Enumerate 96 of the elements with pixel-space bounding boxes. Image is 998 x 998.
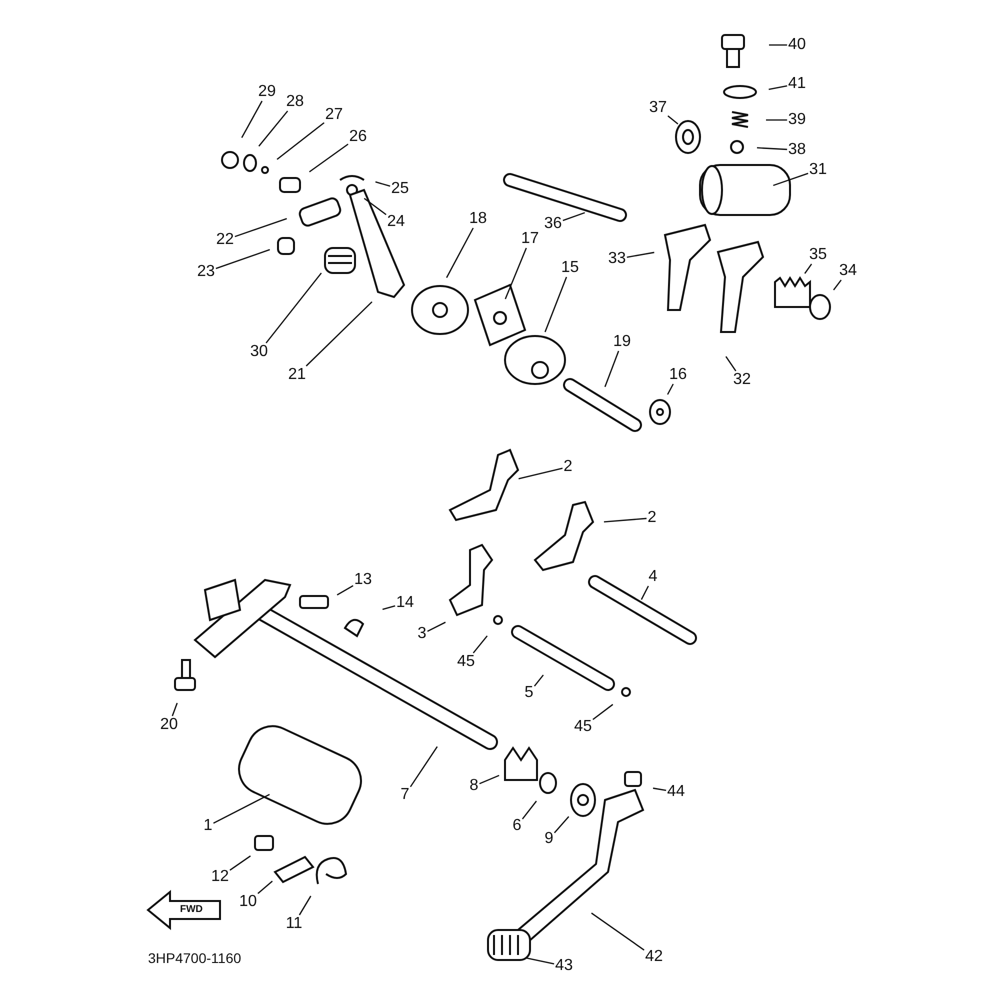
leader-line — [230, 855, 251, 871]
leader-line — [766, 119, 788, 121]
callout-number: 2 — [646, 509, 658, 527]
leader-line — [652, 788, 666, 791]
callout-number: 27 — [324, 106, 344, 124]
leader-line — [479, 774, 500, 784]
callout-number: 3 — [416, 625, 428, 643]
callout-number: 15 — [560, 259, 580, 277]
callout-number: 4 — [648, 568, 658, 586]
leader-line — [276, 122, 324, 160]
callout-number: 11 — [284, 915, 304, 933]
leader-line — [336, 585, 354, 596]
leader-line — [667, 384, 674, 395]
leader-line — [534, 674, 544, 687]
callout-number: 43 — [554, 957, 574, 975]
leader-line — [298, 896, 312, 916]
callout-number: 26 — [348, 128, 368, 146]
callout-number: 45 — [573, 718, 593, 736]
callout-number: 7 — [400, 786, 410, 804]
callout-number: 17 — [520, 230, 540, 248]
leader-line — [554, 816, 570, 834]
callout-number: 33 — [607, 250, 627, 268]
leader-line — [591, 912, 644, 951]
leader-line — [522, 800, 537, 820]
leader-line — [306, 301, 372, 366]
leader-line — [241, 100, 263, 138]
leader-line — [364, 198, 386, 216]
leader-line — [626, 252, 654, 258]
leader-line — [258, 110, 288, 147]
direction-label: FWD — [180, 903, 203, 916]
leader-line — [213, 794, 270, 824]
leader-line — [768, 85, 788, 90]
leader-line — [604, 350, 620, 388]
callout-number: 21 — [287, 366, 307, 384]
leader-line — [833, 280, 842, 290]
callout-number: 19 — [612, 333, 632, 351]
leader-line — [604, 518, 647, 523]
leader-line — [266, 272, 322, 344]
callout-number: 40 — [787, 36, 807, 54]
leader-line — [446, 228, 474, 278]
leader-line — [504, 248, 527, 300]
callout-number: 10 — [238, 893, 258, 911]
callout-number: 32 — [732, 371, 752, 389]
callout-number: 30 — [249, 343, 269, 361]
callout-number: 14 — [395, 594, 415, 612]
callout-number: 34 — [838, 262, 858, 280]
callout-number: 35 — [808, 246, 828, 264]
callout-number: 23 — [196, 263, 216, 281]
leader-line — [257, 880, 273, 894]
callout-number: 20 — [159, 716, 179, 734]
callout-number: 18 — [468, 210, 488, 228]
leader-line — [234, 218, 287, 238]
leader-line — [410, 746, 438, 788]
callout-number: 16 — [668, 366, 688, 384]
leader-line — [544, 276, 568, 332]
callout-number: 38 — [787, 141, 807, 159]
callout-number: 41 — [787, 75, 807, 93]
callout-number: 22 — [215, 231, 235, 249]
callout-number: 5 — [524, 684, 534, 702]
leader-line — [172, 702, 178, 716]
leader-line — [562, 212, 586, 222]
leader-line — [756, 147, 788, 150]
leader-line — [375, 181, 390, 187]
part-code-label: 3HP4700-1160 — [148, 950, 242, 966]
callout-number: 6 — [512, 817, 522, 835]
leader-line — [427, 622, 446, 632]
callout-number: 25 — [390, 180, 410, 198]
leader-line — [668, 115, 678, 124]
leader-line — [216, 249, 270, 270]
leader-line — [592, 704, 614, 720]
callout-number: 31 — [808, 161, 828, 179]
callout-number: 24 — [386, 213, 406, 231]
leader-line — [640, 586, 649, 600]
callout-number: 29 — [257, 83, 277, 101]
callout-number: 36 — [543, 215, 563, 233]
leader-line — [309, 144, 348, 172]
callout-number: 8 — [468, 777, 480, 795]
leader-line — [382, 605, 396, 610]
callout-number: 1 — [202, 817, 214, 835]
leader-line — [526, 957, 554, 965]
leader-line — [804, 264, 812, 274]
callout-number: 37 — [648, 99, 668, 117]
leader-line — [725, 356, 736, 372]
callout-number: 45 — [456, 653, 476, 671]
callout-number: 39 — [787, 111, 807, 129]
leader-line — [472, 635, 488, 654]
callout-number: 2 — [562, 458, 574, 476]
callout-number: 12 — [210, 868, 230, 886]
leader-line — [773, 172, 808, 186]
callout-number: 28 — [285, 93, 305, 111]
callout-number: 44 — [666, 783, 686, 801]
leader-line — [518, 468, 563, 480]
callout-number: 13 — [353, 571, 373, 589]
callout-number: 9 — [544, 830, 554, 848]
callout-number: 42 — [644, 948, 664, 966]
leader-line — [769, 44, 788, 46]
